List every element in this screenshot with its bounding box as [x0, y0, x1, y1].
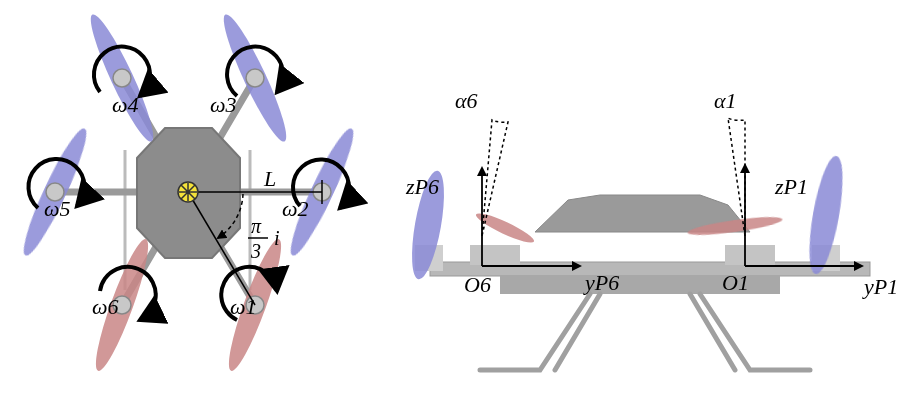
axes: [482, 118, 862, 266]
arm-length: L: [264, 168, 276, 190]
geometry-marks: [178, 180, 322, 305]
rotor-index: i: [274, 228, 280, 248]
rotation-arrows: [28, 47, 349, 320]
side-propellers: [406, 154, 850, 282]
origin-label: O6: [464, 274, 491, 296]
axis-label: zP1: [775, 176, 808, 198]
rotor-speed: ω3: [210, 94, 237, 116]
axis-label: zP6: [406, 176, 439, 198]
frame-top: [55, 78, 322, 305]
origin-label: O1: [722, 272, 749, 294]
rotor-speed: ω2: [282, 198, 309, 220]
propellers: [15, 10, 361, 375]
motors: [46, 69, 331, 314]
rotor-speed: ω6: [92, 296, 119, 318]
tilt-angle: α6: [455, 90, 478, 112]
axis-label: yP6: [585, 272, 619, 294]
rotor-speed: ω5: [44, 198, 71, 220]
rotor-speed: ω4: [112, 94, 139, 116]
axis-label: yP1: [864, 276, 898, 298]
rotor-speed: ω1: [230, 296, 257, 318]
tilt-angle: α1: [714, 90, 737, 112]
angle-numerator: π: [251, 216, 261, 236]
angle-denominator: 3: [251, 241, 261, 261]
